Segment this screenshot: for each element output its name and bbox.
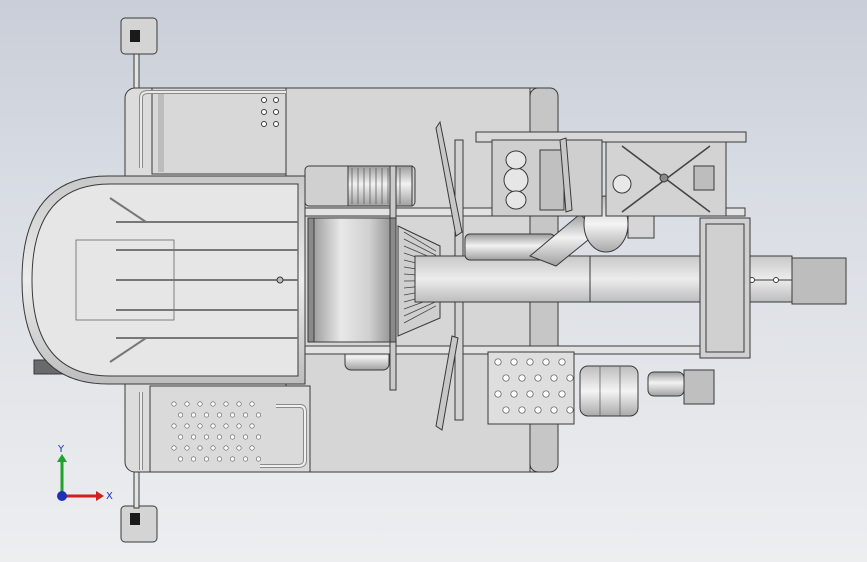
perforation-hole — [230, 456, 236, 462]
x-axis-label: X — [106, 491, 113, 502]
perforation-hole — [197, 401, 203, 407]
perforation-hole — [249, 401, 255, 407]
bottom-perforated-panel — [139, 385, 311, 473]
fuel-tank — [579, 365, 639, 417]
perforation-hole — [510, 390, 518, 398]
perforation-hole — [534, 374, 542, 382]
perforation-hole — [255, 412, 261, 418]
coordinate-triad: X Y — [57, 444, 113, 502]
y-axis-label: Y — [57, 444, 65, 455]
drum-roller — [307, 217, 397, 343]
fan-fin — [403, 305, 437, 324]
perforation-hole — [197, 445, 203, 451]
perforation-hole — [210, 401, 216, 407]
perforation-hole — [243, 456, 249, 462]
perforation-hole — [184, 401, 190, 407]
perforation-hole — [249, 445, 255, 451]
perforation-hole — [542, 390, 550, 398]
perforation-hole — [223, 423, 229, 429]
perforation-hole — [494, 390, 502, 398]
perforation-hole — [550, 406, 558, 414]
perforation-hole — [243, 412, 249, 418]
perforation-hole — [510, 358, 518, 366]
perforation-hole — [243, 434, 249, 440]
perforation-hole — [210, 423, 216, 429]
right-frame — [699, 217, 751, 359]
perforation-hole — [255, 456, 261, 462]
hopper — [21, 175, 306, 385]
perforation-hole — [210, 445, 216, 451]
perforated-step — [487, 351, 575, 425]
perforation-hole — [566, 406, 574, 414]
perforation-hole — [518, 374, 526, 382]
perforation-hole — [494, 358, 502, 366]
perforation-hole — [236, 445, 242, 451]
perforation-hole — [191, 456, 197, 462]
perforation-hole — [534, 406, 542, 414]
perforation-hole — [184, 423, 190, 429]
perforation-hole — [204, 456, 210, 462]
fan-fin — [403, 301, 437, 317]
perforation-hole — [566, 374, 574, 382]
engine-block — [475, 131, 747, 217]
perforation-hole — [217, 456, 223, 462]
perforation-hole — [526, 358, 534, 366]
perforation-hole — [236, 401, 242, 407]
hydraulic-pump — [647, 369, 715, 405]
top-side-panel — [139, 87, 287, 175]
perforation-hole — [558, 358, 566, 366]
perforation-hole — [197, 423, 203, 429]
perforation-hole — [255, 434, 261, 440]
perforation-hole — [217, 434, 223, 440]
perforation-hole — [223, 401, 229, 407]
perforation-hole — [178, 412, 184, 418]
conveyor-boom — [414, 255, 847, 305]
perforation-hole — [502, 374, 510, 382]
perforation-hole — [171, 401, 177, 407]
perforation-hole — [236, 423, 242, 429]
perforation-hole — [171, 445, 177, 451]
perforation-hole — [204, 412, 210, 418]
perforation-hole — [518, 406, 526, 414]
perforation-hole — [178, 456, 184, 462]
perforation-hole — [184, 445, 190, 451]
perforation-hole — [542, 358, 550, 366]
perforation-hole — [550, 374, 558, 382]
perforation-hole — [558, 390, 566, 398]
fan-fin — [403, 231, 437, 252]
struts — [435, 120, 573, 431]
perforation-hole — [178, 434, 184, 440]
belt-drive — [304, 165, 416, 371]
perforation-hole — [191, 434, 197, 440]
perforation-hole — [230, 412, 236, 418]
perforation-hole — [502, 406, 510, 414]
perforation-hole — [191, 412, 197, 418]
perforation-hole — [217, 412, 223, 418]
perforation-hole — [230, 434, 236, 440]
perforation-hole — [526, 390, 534, 398]
perforation-hole — [204, 434, 210, 440]
fan-fin — [403, 238, 437, 256]
perforation-hole — [171, 423, 177, 429]
perforation-hole — [223, 445, 229, 451]
perforation-hole — [249, 423, 255, 429]
